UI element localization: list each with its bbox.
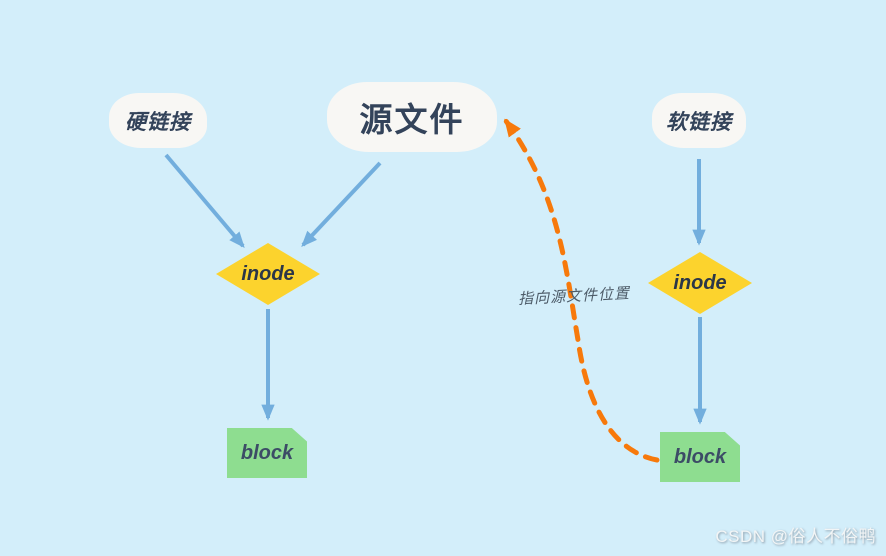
node-source-file-label: 源文件 <box>359 101 465 138</box>
watermark: CSDN @俗人不俗鸭 <box>715 527 876 546</box>
node-source-file: 源文件 <box>327 82 497 152</box>
diamond-inode-right-label: inode <box>673 271 727 294</box>
node-hard-link-label: 硬链接 <box>125 110 191 134</box>
arrow-sourcefile-to-inode <box>301 161 382 247</box>
block-right: block <box>660 432 740 482</box>
node-soft-link-label: 软链接 <box>666 110 732 134</box>
block-right-label: block <box>673 445 727 468</box>
block-left: block <box>227 428 307 478</box>
block-left-label: block <box>240 441 294 464</box>
dashed-pointer-arrow <box>503 118 660 463</box>
arrow-hardlink-to-inode <box>164 153 245 249</box>
node-soft-link: 软链接 <box>652 93 746 148</box>
node-hard-link: 硬链接 <box>109 93 207 148</box>
diamond-inode-left-label: inode <box>241 262 295 285</box>
